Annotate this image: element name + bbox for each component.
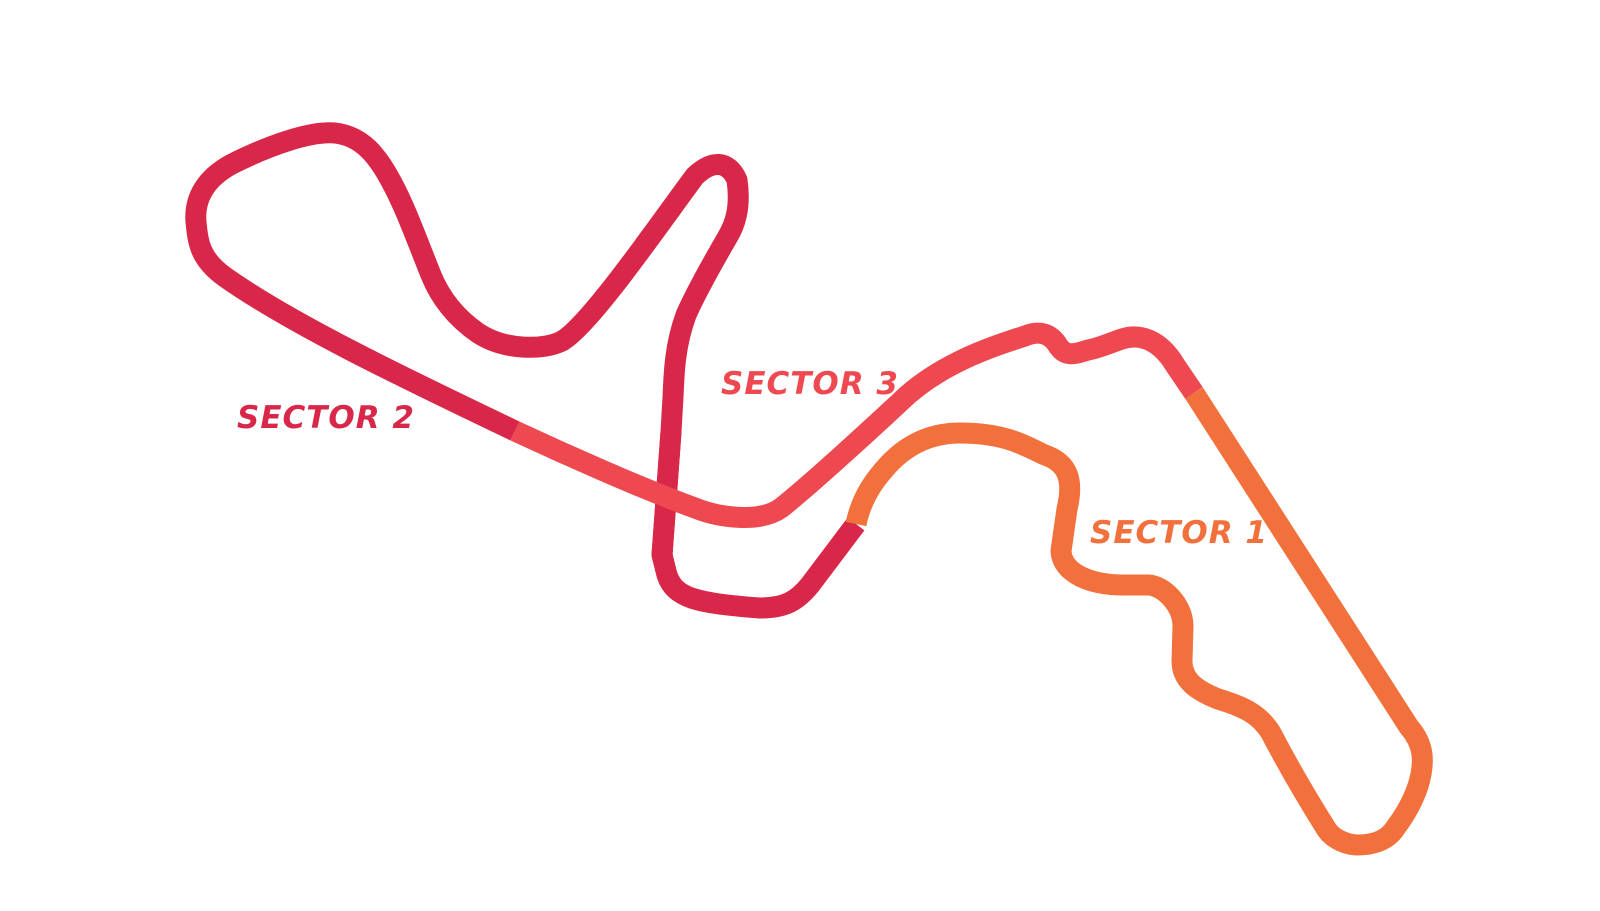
sector-3-track	[510, 322, 1203, 528]
sector-1-label: SECTOR 1	[1090, 515, 1268, 551]
sector-2-track-path	[185, 122, 865, 619]
sector-1-track-path	[845, 387, 1433, 856]
sector-1-track	[845, 387, 1433, 856]
sector-3-track-path	[510, 322, 1203, 528]
sector-3-label: SECTOR 3	[721, 366, 899, 402]
sector-2-label: SECTOR 2	[237, 400, 415, 436]
